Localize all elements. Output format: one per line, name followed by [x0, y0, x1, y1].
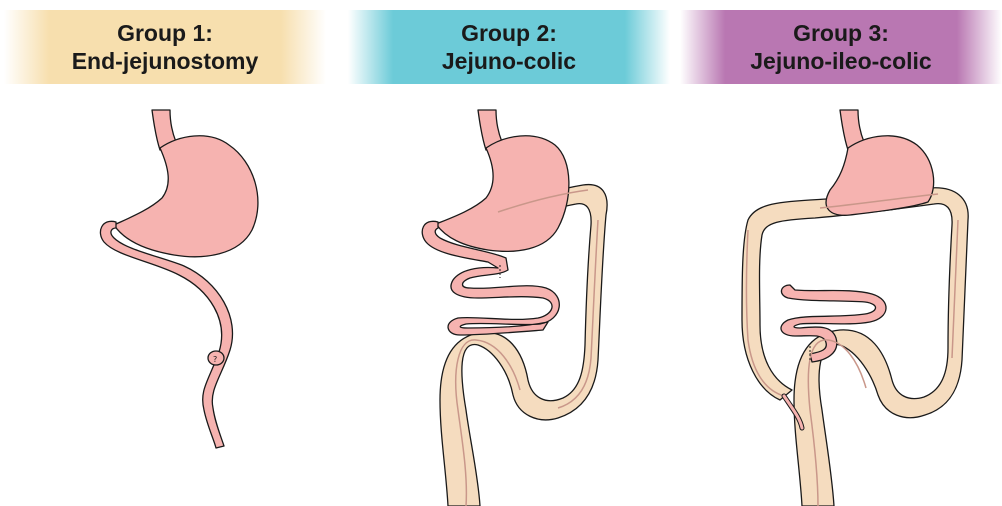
group-1-panel: Group 1: End-jejunostomy ?: [4, 0, 326, 506]
jejuno-ileo-colic-illustration: [680, 90, 1002, 506]
group-2-panel: Group 2: Jejuno-colic: [348, 0, 670, 506]
colon: [742, 188, 968, 506]
stomach: [826, 136, 934, 215]
group-3-panel: Group 3: Jejuno-ileo-colic: [680, 0, 1002, 506]
group-3-title: Group 3:: [793, 19, 889, 47]
group-2-banner: Group 2: Jejuno-colic: [348, 10, 670, 84]
group-2-title: Group 2:: [461, 19, 557, 47]
group-2-subtitle: Jejuno-colic: [442, 47, 576, 75]
stomach: [114, 136, 258, 257]
group-1-subtitle: End-jejunostomy: [72, 47, 259, 75]
group-1-title: Group 1:: [117, 19, 213, 47]
stomach: [436, 136, 569, 252]
end-jejunostomy-illustration: ?: [4, 90, 326, 506]
group-3-banner: Group 3: Jejuno-ileo-colic: [680, 10, 1002, 84]
group-3-subtitle: Jejuno-ileo-colic: [750, 47, 931, 75]
jejuno-colic-illustration: [348, 90, 670, 506]
svg-text:?: ?: [213, 355, 217, 364]
group-1-banner: Group 1: End-jejunostomy: [4, 10, 326, 84]
